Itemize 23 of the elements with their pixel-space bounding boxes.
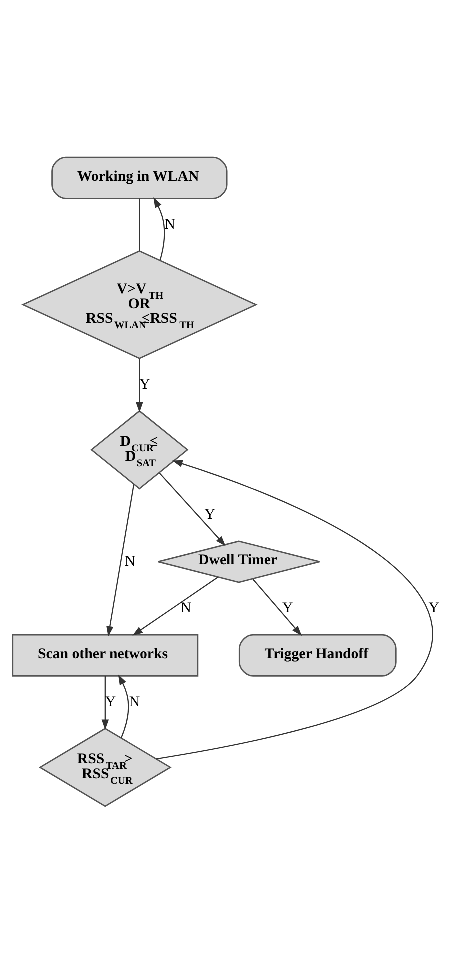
edge-label: N: [164, 216, 176, 232]
edge-label: N: [124, 553, 136, 570]
arrow: [102, 676, 110, 730]
arrow: [154, 197, 166, 260]
edge-label: N: [129, 694, 140, 710]
node-diamond: Dwell Timer: [158, 540, 320, 583]
node-diamond: RSS$_{TAR}$> RSS$_{CUR}$: [38, 727, 172, 807]
node-diamond: V>V$_{TH}$ OR RSS$_{WLAN}$≤RSS$_{TH}$: [22, 250, 258, 359]
arrow: [118, 674, 130, 738]
arrow: [159, 472, 226, 546]
node-box: Working in WLAN: [52, 156, 228, 199]
arrow: [132, 576, 218, 636]
arrow: [252, 578, 302, 636]
node-box: Trigger Handoff: [238, 634, 397, 676]
arrow: [136, 358, 144, 412]
edge-label: N: [180, 600, 192, 616]
edge-label: Y: [204, 506, 216, 523]
arrow: [106, 484, 135, 636]
edge-label: Y: [428, 600, 440, 616]
connector: [139, 198, 140, 251]
node-diamond: D$_{CUR}$≤ D$_{SAT}$: [90, 410, 189, 490]
node-box: Scan other networks: [12, 634, 199, 676]
edge-label: Y: [282, 600, 294, 616]
